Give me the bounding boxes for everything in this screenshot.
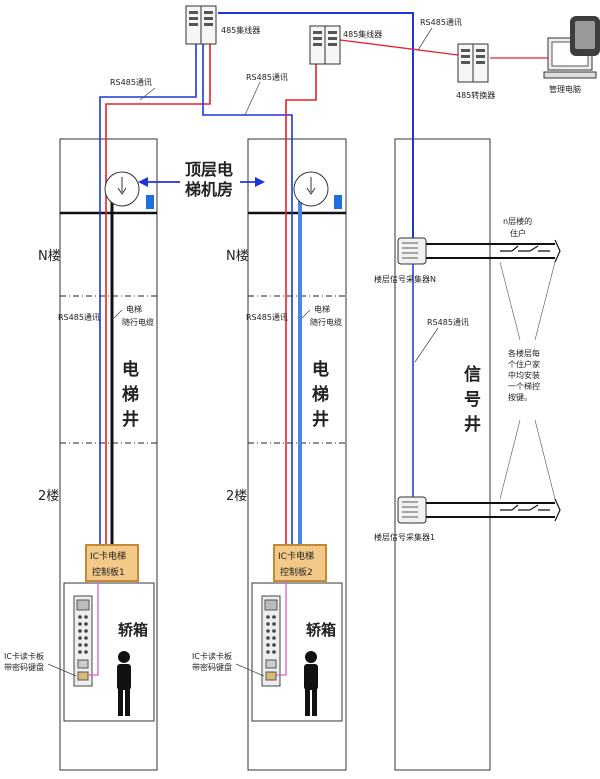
floor-n-label-2: N楼	[226, 249, 249, 264]
ctrl-board-2-line2: 控制板2	[280, 566, 313, 578]
concentrator-1-icon	[185, 5, 217, 45]
person-1-icon	[117, 651, 131, 716]
rs485-label-top-mid: RS485通讯	[246, 72, 288, 82]
shaft-1-char-3: 井	[122, 409, 139, 430]
collector-1-label: 楼层信号采集器1	[374, 532, 435, 542]
cable-label-1a: 电梯	[126, 304, 142, 314]
cable-label-1b: 随行电缆	[122, 317, 154, 327]
label-leader	[301, 309, 311, 319]
signal-shaft-char-2: 号	[464, 390, 481, 410]
reader-1-line2: 带密码键盘	[4, 662, 44, 672]
machine-room-label-2: 梯机房	[185, 180, 233, 199]
shaft-1-char-1: 电	[122, 359, 139, 380]
elevator-car-2	[251, 582, 343, 722]
red-line-shaft-2	[285, 64, 317, 545]
shaft-2-char-1: 电	[312, 359, 329, 380]
controller-block-1	[146, 195, 154, 209]
concentrator-2-icon	[309, 25, 341, 65]
elevator-shaft-1	[59, 138, 158, 771]
person-2-icon	[304, 651, 318, 716]
car-2-label: 轿箱	[306, 621, 336, 639]
elevator-car-1	[63, 582, 155, 722]
switch-symbol-n	[500, 245, 550, 252]
car-panel-1-icon	[73, 595, 93, 687]
red-line-to-converter	[339, 39, 459, 56]
resident-label-2: 住户	[510, 228, 526, 238]
pink-wire-2	[276, 581, 287, 676]
cable-label-2b: 随行电缆	[310, 317, 342, 327]
floor-2-label-1: 2楼	[38, 489, 59, 504]
ctrl-board-2-line1: IC卡电梯	[278, 550, 314, 562]
floor-collector-n-icon	[397, 237, 427, 265]
wire-end-n	[554, 239, 561, 263]
label-leader	[47, 663, 77, 677]
label-leader	[244, 81, 261, 116]
concentrator-1-label: 485集线器	[221, 25, 260, 35]
traction-machine-2-icon	[293, 171, 329, 207]
arrow-right-icon	[240, 177, 265, 187]
shaft-2-char-2: 梯	[312, 384, 329, 405]
floor-n-label-1: N楼	[38, 249, 61, 264]
ctrl-board-1-line1: IC卡电梯	[90, 550, 126, 562]
note-line-3: 中均安装	[508, 370, 540, 380]
rs485-label-top-left: RS485通讯	[110, 77, 152, 87]
concentrator-2-label: 485集线器	[343, 29, 382, 39]
collector-n-label: 楼层信号采集器N	[374, 274, 436, 284]
converter-label: 485转换器	[456, 90, 495, 100]
floor-collector-1-icon	[397, 496, 427, 524]
label-leader	[414, 327, 439, 363]
label-leader	[417, 27, 433, 51]
blue-line-to-signal-shaft	[218, 12, 414, 245]
signal-shaft-char-1: 信	[464, 364, 481, 385]
controller-block-2	[334, 195, 342, 209]
note-line-1: 各楼层每	[508, 348, 540, 358]
converter-icon	[457, 43, 489, 83]
label-leader	[113, 309, 123, 319]
blue-line-shaft-2	[202, 44, 293, 545]
car-1-label: 轿箱	[118, 621, 148, 639]
red-line-shaft-1	[105, 44, 211, 545]
rs485-signal-label: RS485通讯	[427, 317, 469, 327]
traction-machine-1-icon	[104, 171, 140, 207]
note-line-4: 一个梯控	[508, 381, 540, 391]
rs485-label-shaft-2: RS485通讯	[246, 312, 288, 322]
elevator-shaft-2	[247, 138, 347, 771]
control-board-2: IC卡电梯 控制板2	[273, 544, 327, 582]
label-leader	[139, 87, 156, 101]
cable-label-2a: 电梯	[314, 304, 330, 314]
note-line-2: 个住户家	[508, 359, 540, 369]
signal-shaft-char-3: 井	[464, 414, 481, 435]
reader-2-line2: 带密码键盘	[192, 662, 232, 672]
resident-label-1: n层楼的	[503, 216, 532, 226]
note-line-5: 按键。	[508, 392, 532, 402]
shaft-1-char-2: 梯	[122, 384, 139, 405]
shaft-2-char-3: 井	[312, 409, 329, 430]
reader-1-line1: IC卡读卡板	[4, 651, 44, 661]
arrow-left-icon	[138, 177, 180, 187]
signal-shaft	[394, 138, 491, 771]
blue-line-shaft-1	[99, 44, 197, 545]
machine-room-label-1: 顶层电	[185, 160, 233, 179]
floor-2-label-2: 2楼	[226, 489, 247, 504]
car-panel-2-icon	[261, 595, 281, 687]
label-leader	[235, 663, 265, 677]
control-board-1: IC卡电梯 控制板1	[85, 544, 139, 582]
switch-symbol-1	[500, 504, 550, 511]
wire-end-1	[554, 498, 561, 522]
reader-2-line1: IC卡读卡板	[192, 651, 232, 661]
converging-lines	[499, 261, 556, 500]
ctrl-board-1-line2: 控制板1	[92, 566, 125, 578]
rs485-label-shaft-1: RS485通讯	[58, 312, 100, 322]
mgmt-pc-label: 管理电脑	[549, 84, 581, 94]
pink-wire-1	[88, 581, 99, 676]
phone-icon	[570, 16, 600, 56]
rs485-label-top-right: RS485通讯	[420, 17, 462, 27]
